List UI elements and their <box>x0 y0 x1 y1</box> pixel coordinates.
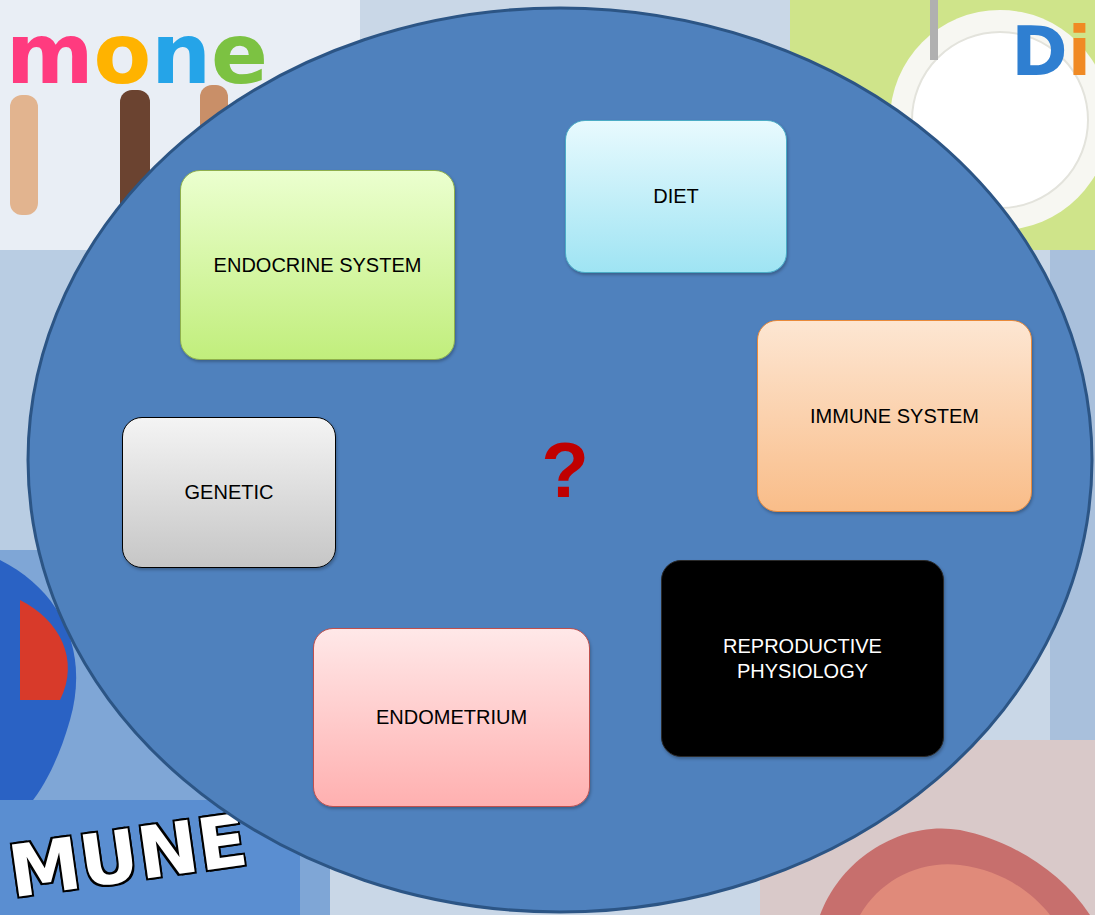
factor-box: REPRODUCTIVE PHYSIOLOGY <box>661 560 944 757</box>
factor-box: GENETIC <box>122 417 336 568</box>
factor-label: REPRODUCTIVE PHYSIOLOGY <box>676 634 929 684</box>
factor-label: ENDOMETRIUM <box>376 705 527 730</box>
factor-box: IMMUNE SYSTEM <box>757 320 1032 512</box>
photo-letters: mone <box>6 12 268 96</box>
factor-label: GENETIC <box>185 480 274 505</box>
factor-label: ENDOCRINE SYSTEM <box>214 253 422 278</box>
factor-label: IMMUNE SYSTEM <box>810 404 979 429</box>
context-ellipse: ? DIET ENDOCRINE SYSTEM IMMUNE SYSTEM GENETI… <box>25 5 1095 915</box>
photo-letters: Di <box>1011 18 1091 86</box>
factor-box: ENDOMETRIUM <box>313 628 590 807</box>
question-mark: ? <box>541 431 589 509</box>
factor-box: DIET <box>565 120 787 273</box>
factor-label: DIET <box>653 184 699 209</box>
factor-box: ENDOCRINE SYSTEM <box>180 170 455 360</box>
